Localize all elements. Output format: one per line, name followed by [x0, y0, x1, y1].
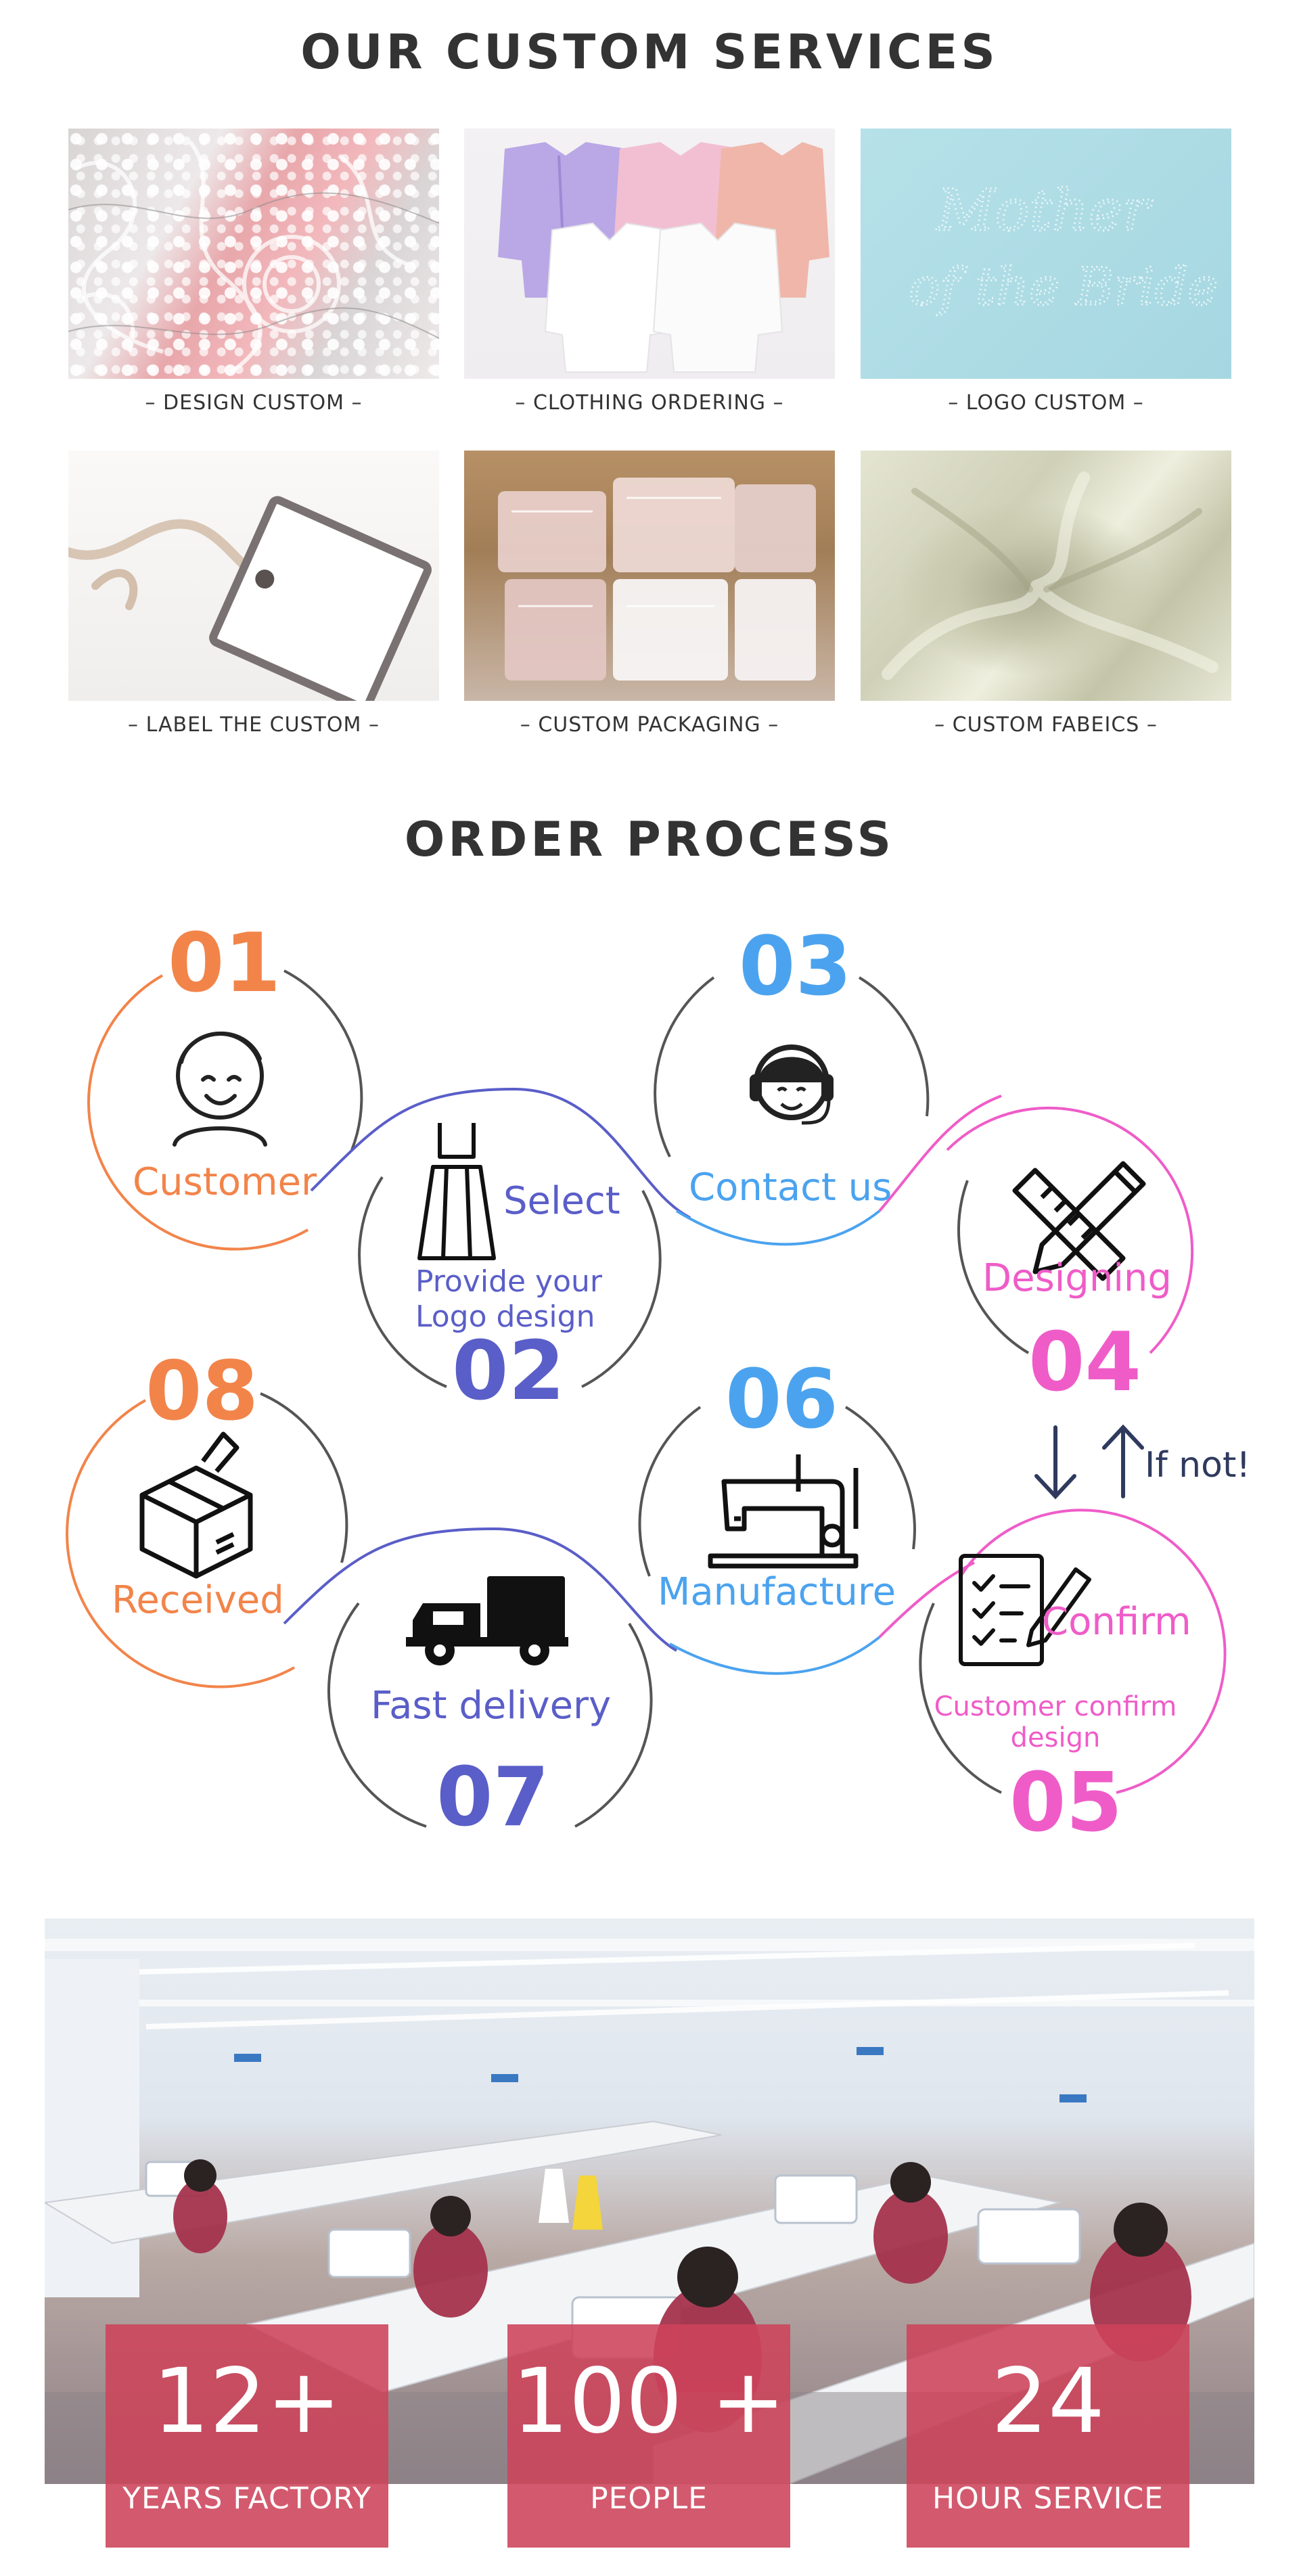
custom-fabrics-caption: – CUSTOM FABEICS –: [934, 713, 1158, 737]
wave-row2-blue: [669, 1636, 881, 1675]
custom-fabrics-image: [861, 451, 1231, 701]
step-05-sub2: design: [1010, 1722, 1101, 1753]
checklist-icon: [959, 1554, 1091, 1666]
down-arrow-icon: [1034, 1425, 1076, 1500]
step-03-number: 03: [739, 920, 852, 1014]
stat-hour-label: HOUR SERVICE: [932, 2481, 1164, 2516]
design-custom-caption: – DESIGN CUSTOM –: [145, 391, 363, 415]
step-02-sub1: Provide your: [415, 1264, 602, 1299]
package-icon: [139, 1431, 253, 1579]
truck-icon: [406, 1576, 568, 1665]
wave-row1-pink: [878, 1095, 1002, 1212]
circle-08-arc-dark: [260, 1392, 348, 1563]
label-custom-caption: – LABEL THE CUSTOM –: [128, 713, 380, 737]
dress-icon: [417, 1123, 496, 1260]
wave-row2-indigo: [283, 1527, 677, 1652]
sewing-machine-icon: [708, 1454, 859, 1569]
logo-custom-image: Mother of the Bride: [861, 129, 1231, 379]
stat-people-value: 100 +: [511, 2349, 786, 2454]
logo-custom-caption: – LOGO CUSTOM –: [948, 391, 1144, 415]
custom-packaging-image: [464, 451, 835, 701]
step-05-label: Confirm: [1042, 1600, 1191, 1644]
step-06-label: Manufacture: [658, 1570, 896, 1614]
stat-years-value: 12+: [152, 2349, 342, 2454]
step-02-sub2: Logo design: [415, 1300, 595, 1334]
stat-years-factory: 12+ YEARS FACTORY: [106, 2324, 388, 2548]
step-04-number: 04: [1028, 1316, 1141, 1410]
label-custom-image: [68, 451, 439, 701]
circle-07-arc: [327, 1602, 653, 1828]
step-05-sub1: Customer confirm: [934, 1691, 1177, 1722]
wave-row2-pink: [878, 1561, 975, 1638]
design-custom-image: [68, 129, 439, 379]
step-07-number: 07: [436, 1751, 549, 1845]
circle-02-arc: [358, 1176, 662, 1388]
customer-icon: [173, 1032, 267, 1147]
wave-row1-blue: [675, 1210, 881, 1246]
circle-01-arc-orange: [87, 974, 309, 1251]
services-title: OUR CUSTOM SERVICES: [300, 24, 999, 80]
step-05-number: 05: [1009, 1756, 1122, 1850]
custom-packaging-caption: – CUSTOM PACKAGING –: [520, 713, 779, 737]
if-not-label: If not!: [1145, 1445, 1251, 1486]
headset-icon: [750, 1044, 834, 1125]
stat-years-label: YEARS FACTORY: [122, 2481, 371, 2516]
circle-05-arc-dark: [919, 1603, 1002, 1794]
stat-people: 100 + PEOPLE: [507, 2324, 790, 2548]
circle-01-arc-dark: [283, 969, 363, 1151]
step-03-label: Contact us: [689, 1166, 892, 1210]
logo-text-line1: Mother: [936, 177, 1153, 244]
step-02-number: 02: [452, 1325, 565, 1419]
stat-people-label: PEOPLE: [590, 2481, 708, 2516]
step-02-label: Select: [503, 1179, 620, 1223]
circle-06-arc: [638, 1406, 916, 1577]
up-arrow-icon: [1102, 1424, 1144, 1498]
step-08-number: 08: [145, 1345, 258, 1439]
clothing-ordering-image: [464, 129, 835, 379]
step-08-label: Received: [112, 1578, 284, 1622]
clothing-ordering-caption: – CLOTHING ORDERING –: [515, 391, 784, 415]
circle-05-arc-pink: [959, 1509, 1227, 1794]
step-06-number: 06: [725, 1353, 838, 1447]
step-04-label: Designing: [982, 1256, 1172, 1300]
design-tools-icon: [1012, 1161, 1146, 1281]
circle-08-arc-orange: [65, 1399, 295, 1688]
process-diagram: [65, 969, 1227, 1828]
process-title: ORDER PROCESS: [404, 812, 895, 867]
logo-text-line2: of the Bride: [909, 256, 1218, 317]
step-01-number: 01: [168, 917, 281, 1011]
stat-hour-value: 24: [991, 2349, 1105, 2454]
wave-row1-indigo: [310, 1087, 691, 1219]
circle-03-arc: [654, 976, 930, 1157]
step-01-label: Customer: [133, 1160, 317, 1204]
step-07-label: Fast delivery: [371, 1684, 612, 1728]
circle-04-arc-pink: [946, 1106, 1194, 1354]
stat-hour-service: 24 HOUR SERVICE: [907, 2324, 1189, 2548]
circle-04-arc-dark: [957, 1180, 1030, 1354]
